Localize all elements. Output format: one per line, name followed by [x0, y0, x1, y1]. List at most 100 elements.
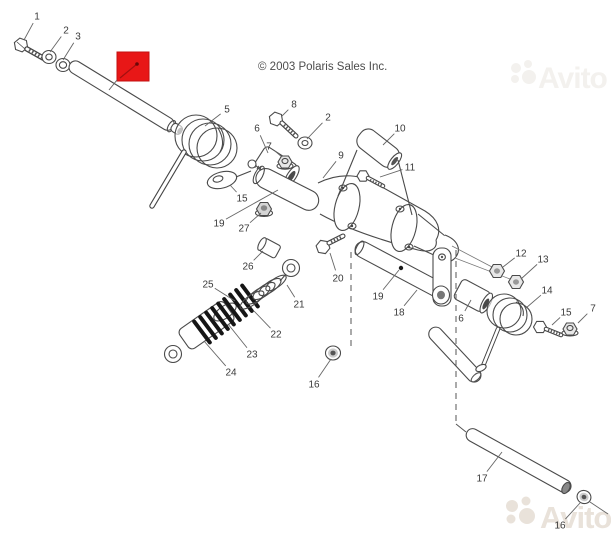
callout-label: 3: [75, 32, 81, 43]
callout-label: 6: [254, 124, 260, 135]
tube-part-10: [337, 128, 413, 216]
callout-label: 7: [590, 304, 596, 315]
watermark-bottom-right: Avito: [506, 496, 611, 535]
leader-line: [253, 250, 264, 261]
leader-line: [565, 502, 581, 520]
nut-part-13: [507, 274, 525, 290]
watermark-text: Avito: [540, 500, 611, 535]
shock-absorber: [163, 258, 301, 364]
washer-part-16-middle: [324, 345, 342, 361]
diagram-artwork: [13, 37, 609, 515]
avito-logo-icon: [511, 60, 536, 84]
leader-line: [318, 358, 332, 378]
leader-line: [227, 323, 248, 349]
callout-label: 13: [537, 255, 549, 266]
highlight-dot: [135, 62, 139, 66]
callout-label: 25: [202, 280, 214, 291]
washer-part-2: [41, 49, 57, 65]
callout-label: 14: [541, 286, 553, 297]
bracket-part-15: [206, 170, 252, 190]
leader-line: [253, 310, 271, 329]
nut-part-27: [254, 201, 274, 218]
bushing-part-6-right: [453, 279, 494, 314]
leader-line: [214, 287, 236, 302]
callout-label: 16: [308, 380, 320, 391]
callout-label: 12: [515, 249, 527, 260]
bushing-part-26: [257, 237, 281, 259]
leader-line: [329, 252, 336, 271]
leader-line: [23, 22, 34, 41]
nut-part-12: [488, 263, 506, 279]
callout-label: 20: [332, 274, 344, 285]
callout-label: 19: [213, 219, 225, 230]
nut-part-7-right: [561, 322, 579, 337]
leader-line: [286, 284, 296, 298]
washer-part-3: [55, 57, 71, 73]
leader-line: [403, 289, 418, 307]
leader-line: [577, 313, 588, 324]
callout-label: 8: [291, 100, 297, 111]
rail-tube-17: [465, 428, 572, 495]
avito-logo-icon: [506, 496, 535, 524]
pivot-tube: [252, 165, 320, 211]
highlight-leader-outer: [108, 79, 118, 91]
leader-line: [49, 36, 62, 53]
spring-part-14: [475, 293, 533, 373]
nut-part-7-left: [276, 155, 294, 170]
callout-label: 11: [405, 163, 416, 174]
callout-label: 23: [246, 350, 258, 361]
callout-label: 15: [236, 194, 248, 205]
callout-label: 27: [238, 224, 250, 235]
leader-line: [259, 135, 269, 154]
callout-label: 19: [372, 292, 384, 303]
stud-axis-line: [451, 245, 493, 268]
leader-line: [486, 451, 503, 472]
washer-part-2-right: [297, 136, 313, 150]
leader-line: [225, 189, 279, 220]
leader-line: [322, 161, 337, 179]
washer-part-16-bottom: [576, 489, 609, 515]
callout-label: 6: [458, 314, 464, 325]
leader-line: [62, 42, 75, 61]
callout-label: 21: [293, 300, 305, 311]
centerline-bend: [455, 423, 467, 433]
link-plate: [431, 247, 452, 307]
bolt-part-1: [13, 37, 46, 61]
rail-tube-rear: [428, 326, 482, 383]
leader-line: [382, 269, 400, 291]
leader-line: [306, 122, 323, 140]
callout-label: 15: [560, 308, 572, 319]
callout-label: 5: [224, 105, 230, 116]
callout-label: 16: [554, 521, 566, 532]
leader-line: [464, 299, 472, 312]
callout-label: 9: [338, 151, 344, 162]
leader-line: [204, 113, 221, 127]
highlight-leader-inner: [119, 63, 138, 79]
spring-part-5: [149, 114, 238, 209]
highlight-box-group: [108, 51, 150, 91]
bolt-part-20: [315, 233, 346, 255]
leader-line: [525, 294, 542, 309]
watermark-text: Avito: [538, 62, 608, 95]
callout-label: 2: [325, 113, 331, 124]
bolt-part-15: [532, 320, 564, 338]
callout-label: 2: [63, 26, 69, 37]
callout-label: 7: [266, 142, 272, 153]
leader-line: [203, 340, 227, 367]
bolt-part-8: [268, 111, 299, 139]
leader-line: [551, 317, 561, 326]
leader-line: [229, 184, 237, 193]
leader-line: [281, 109, 289, 117]
callout-label: 24: [225, 368, 237, 379]
callout-label: 18: [393, 308, 405, 319]
leader-line: [520, 264, 538, 280]
leader-line: [379, 169, 403, 178]
leader-line: [274, 150, 283, 158]
bolt-part-11: [356, 170, 386, 189]
leader-line: [502, 257, 515, 268]
callout-label: 1: [34, 12, 40, 23]
leader-line: [249, 212, 262, 224]
